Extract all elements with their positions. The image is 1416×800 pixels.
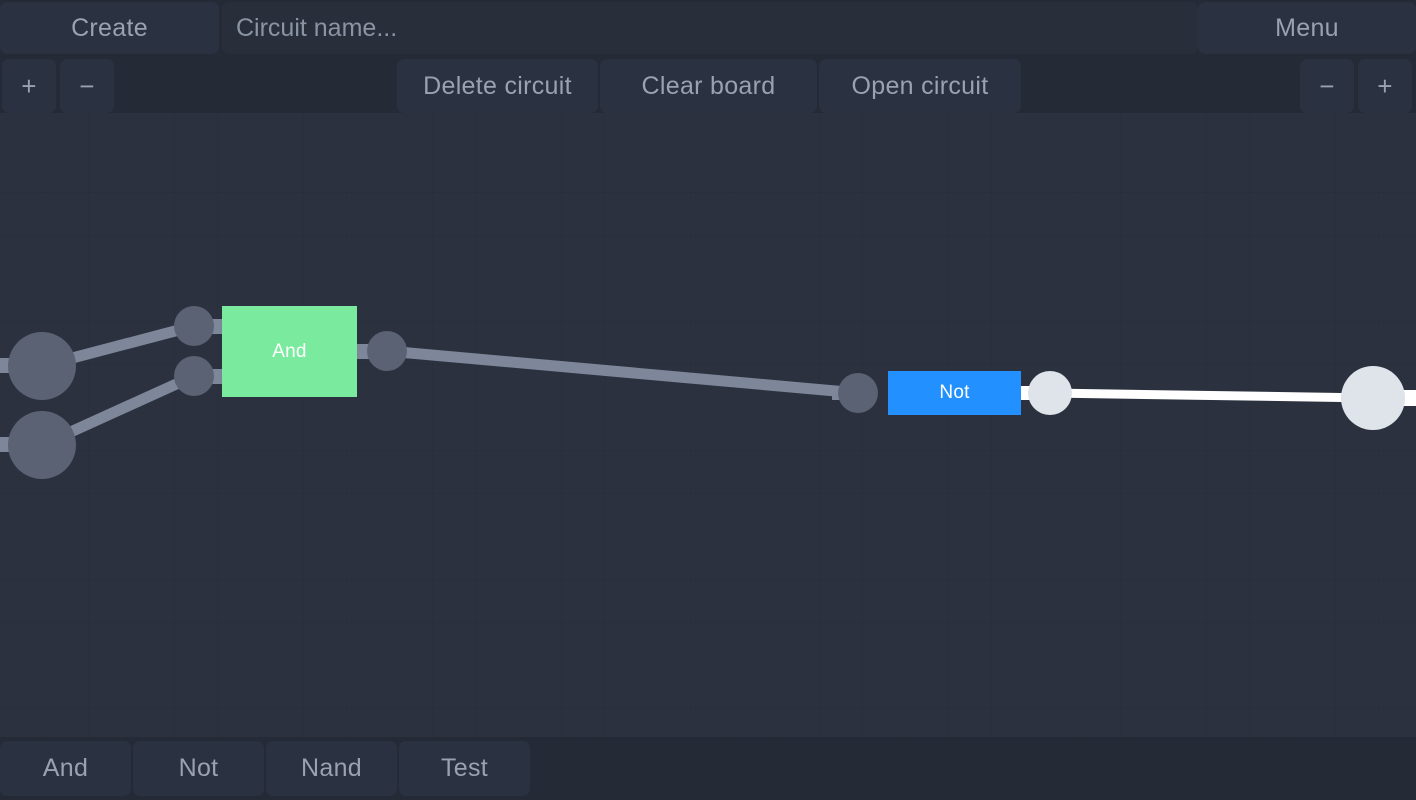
open-circuit-button[interactable]: Open circuit [819,59,1021,113]
palette-gate-nand[interactable]: Nand [266,741,397,796]
input-node-b[interactable] [8,411,76,479]
circuit-name-input[interactable] [222,2,1198,54]
not-output-pin[interactable] [1028,371,1072,415]
zoom-in-right-button[interactable]: + [1358,59,1412,113]
gate-label: And [272,340,307,362]
wire-not-to-output[interactable] [1049,388,1374,403]
zoom-out-left-button[interactable]: − [60,59,114,113]
and-output-pin[interactable] [367,331,407,371]
and-input-pin-1[interactable] [174,306,214,346]
gate-not[interactable]: Not [888,371,1021,415]
input-node-a[interactable] [8,332,76,400]
palette-gate-and[interactable]: And [0,741,131,796]
menu-button[interactable]: Menu [1198,2,1416,54]
zoom-out-right-button[interactable]: − [1300,59,1354,113]
top-toolbar-row-primary: Create Menu [0,0,1416,56]
gate-label: Not [939,382,970,403]
gate-and[interactable]: And [222,306,357,397]
output-node[interactable] [1341,366,1405,430]
palette-gate-test[interactable]: Test [399,741,530,796]
delete-circuit-button[interactable]: Delete circuit [397,59,598,113]
create-button[interactable]: Create [0,2,219,54]
palette-gate-not[interactable]: Not [133,741,264,796]
zoom-in-left-button[interactable]: + [2,59,56,113]
clear-board-button[interactable]: Clear board [600,59,817,113]
and-input-pin-2[interactable] [174,356,214,396]
wire-and-to-not[interactable] [386,345,859,399]
not-input-pin[interactable] [838,373,878,413]
top-toolbar-row-secondary: + − Delete circuit Clear board Open circ… [0,56,1416,113]
